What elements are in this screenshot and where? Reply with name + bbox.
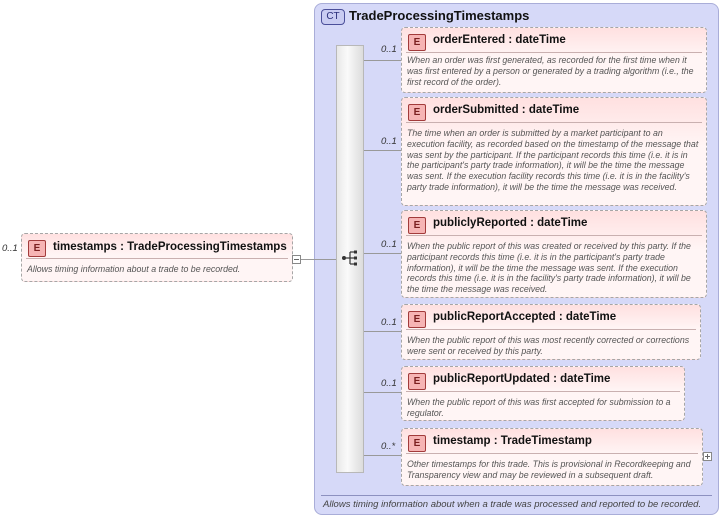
complex-type-title: TradeProcessingTimestamps — [349, 8, 530, 23]
connector-line — [364, 331, 401, 332]
element-divider — [26, 258, 288, 259]
element-description: Other timestamps for this trade. This is… — [407, 459, 691, 480]
connector-line — [364, 253, 401, 254]
child-occurrence: 0..1 — [381, 239, 397, 250]
element-public-report-updated[interactable]: E publicReportUpdated : dateTime When th… — [401, 366, 685, 421]
element-description: Allows timing information about a trade … — [27, 264, 241, 274]
complex-type-description: Allows timing information about when a t… — [323, 499, 702, 510]
child-occurrence: 0..1 — [381, 378, 397, 389]
element-order-entered[interactable]: E orderEntered : dateTime When an order … — [401, 27, 707, 93]
connector-line — [301, 259, 336, 260]
element-divider — [406, 453, 698, 454]
element-name: publicReportAccepted : dateTime — [433, 311, 617, 323]
element-divider — [406, 52, 702, 53]
element-name: timestamp : TradeTimestamp — [433, 435, 592, 447]
element-timestamp[interactable]: E timestamp : TradeTimestamp Other times… — [401, 428, 703, 486]
root-occurrence: 0..1 — [2, 243, 18, 254]
footer-divider — [321, 495, 712, 496]
element-divider — [406, 329, 696, 330]
element-badge: E — [408, 34, 426, 51]
collapse-toggle-icon[interactable] — [292, 255, 301, 264]
element-badge: E — [408, 104, 426, 121]
element-badge: E — [408, 311, 426, 328]
element-name: timestamps : TradeProcessingTimestamps — [53, 241, 287, 253]
element-name: orderEntered : dateTime — [433, 34, 566, 46]
element-badge: E — [28, 240, 46, 257]
element-public-report-accepted[interactable]: E publicReportAccepted : dateTime When t… — [401, 304, 701, 360]
element-order-submitted[interactable]: E orderSubmitted : dateTime The time whe… — [401, 97, 707, 206]
connector-line — [364, 455, 401, 456]
element-divider — [406, 122, 702, 123]
sequence-icon — [342, 250, 357, 266]
element-name: publiclyReported : dateTime — [433, 217, 588, 229]
element-badge: E — [408, 373, 426, 390]
child-occurrence: 0..1 — [381, 317, 397, 328]
connector-line — [364, 150, 401, 151]
child-occurrence: 0..1 — [381, 136, 397, 147]
element-description: The time when an order is submitted by a… — [407, 128, 699, 192]
complex-type-badge: CT — [321, 9, 345, 25]
element-description: When the public report of this was first… — [407, 397, 671, 418]
element-name: publicReportUpdated : dateTime — [433, 373, 611, 385]
child-occurrence: 0..1 — [381, 44, 397, 55]
element-publicly-reported[interactable]: E publiclyReported : dateTime When the p… — [401, 210, 707, 298]
connector-line — [364, 60, 401, 61]
element-description: When the public report of this was creat… — [407, 241, 691, 295]
root-element-timestamps[interactable]: E timestamps : TradeProcessingTimestamps… — [21, 233, 293, 282]
element-name: orderSubmitted : dateTime — [433, 104, 580, 116]
element-badge: E — [408, 217, 426, 234]
expand-toggle-icon[interactable] — [703, 452, 712, 461]
connector-line — [364, 392, 401, 393]
element-description: When an order was first generated, as re… — [407, 55, 694, 87]
element-description: When the public report of this was most … — [407, 335, 690, 356]
element-badge: E — [408, 435, 426, 452]
child-occurrence: 0..* — [381, 441, 396, 452]
element-divider — [406, 235, 702, 236]
element-divider — [406, 391, 680, 392]
